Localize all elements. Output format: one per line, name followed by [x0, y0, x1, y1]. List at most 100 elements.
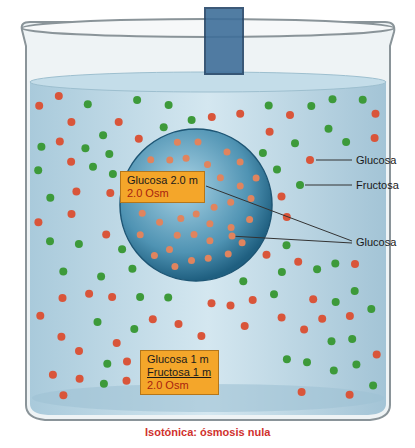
molecule [298, 388, 306, 396]
molecule [331, 259, 339, 267]
molecule [56, 137, 64, 145]
molecule [123, 377, 131, 385]
molecule [118, 245, 126, 253]
node-text: Fructosa 1 m [147, 366, 212, 379]
molecule [239, 277, 247, 285]
molecule [283, 355, 291, 363]
molecule [286, 111, 294, 119]
molecule [156, 219, 163, 226]
molecule [34, 218, 42, 226]
molecule [371, 134, 379, 142]
molecule [348, 335, 356, 343]
molecule [270, 290, 278, 298]
molecule [160, 123, 168, 131]
molecule [227, 301, 235, 309]
leader-line [230, 236, 352, 243]
molecule [328, 337, 336, 345]
molecule [330, 367, 338, 375]
molecule [278, 268, 286, 276]
molecule [236, 110, 244, 118]
molecule [248, 195, 255, 202]
molecule [351, 260, 359, 268]
molecule [133, 96, 141, 104]
molecule [283, 241, 291, 249]
molecule [35, 102, 43, 110]
molecule [72, 188, 80, 196]
molecule [205, 255, 212, 262]
molecule [329, 95, 337, 103]
molecule-label: Glucosa [356, 236, 396, 249]
molecule [373, 351, 381, 359]
probe [205, 8, 243, 74]
leader-line [305, 185, 352, 186]
molecule [342, 138, 350, 146]
molecule [75, 240, 83, 248]
molecule [97, 272, 105, 280]
node-text: 2.0 Osm [147, 379, 212, 392]
molecule [259, 149, 267, 157]
molecule [109, 170, 117, 178]
molecule [175, 320, 183, 328]
glucose-molecule [229, 233, 236, 240]
molecule [273, 166, 281, 174]
molecule [136, 293, 144, 301]
molecule [313, 265, 321, 273]
leader-line [316, 160, 352, 161]
molecule [359, 96, 367, 104]
molecule [151, 252, 158, 259]
molecule [266, 128, 274, 136]
node-text: Glucosa 2.0 m [127, 174, 198, 187]
molecule [227, 199, 234, 206]
molecule [225, 250, 232, 257]
molecule [241, 322, 249, 330]
molecule [237, 159, 244, 166]
molecule [67, 158, 75, 166]
molecule [103, 360, 111, 368]
molecule [208, 299, 216, 307]
molecule [55, 92, 63, 100]
node-text: 2.0 Osm [127, 187, 198, 200]
molecule [367, 305, 375, 313]
molecule [139, 210, 146, 217]
molecule [105, 150, 113, 158]
molecule [166, 157, 173, 164]
molecule [37, 143, 45, 151]
molecule [193, 211, 200, 218]
molecule [57, 333, 65, 341]
molecule [166, 246, 173, 253]
molecule [188, 257, 195, 264]
molecule [195, 139, 202, 146]
molecule [303, 358, 311, 366]
molecule [249, 296, 257, 304]
molecule [307, 102, 315, 110]
molecule [291, 139, 299, 147]
molecule [106, 189, 114, 197]
molecule [278, 193, 286, 201]
molecule [123, 358, 131, 366]
molecule [228, 224, 235, 231]
molecule [206, 237, 213, 244]
molecule [217, 174, 224, 181]
molecule [346, 312, 354, 320]
molecule [128, 265, 136, 273]
molecule [188, 116, 196, 124]
molecule [318, 315, 326, 323]
molecule [68, 210, 76, 218]
molecule [183, 155, 190, 162]
molecule [224, 149, 231, 156]
molecule [300, 326, 308, 334]
molecule [278, 314, 286, 322]
molecule [174, 232, 181, 239]
molecule [108, 293, 116, 301]
fructose-molecule [296, 181, 304, 189]
molecule [115, 118, 123, 126]
molecule [113, 339, 121, 347]
concentration-box: Glucosa 2.0 m2.0 Osm [120, 171, 205, 203]
molecule [332, 298, 340, 306]
molecules [34, 92, 381, 399]
molecule [99, 131, 107, 139]
beaker-glass [22, 22, 395, 420]
molecule [59, 294, 67, 302]
molecule [204, 161, 211, 168]
molecule [36, 312, 44, 320]
